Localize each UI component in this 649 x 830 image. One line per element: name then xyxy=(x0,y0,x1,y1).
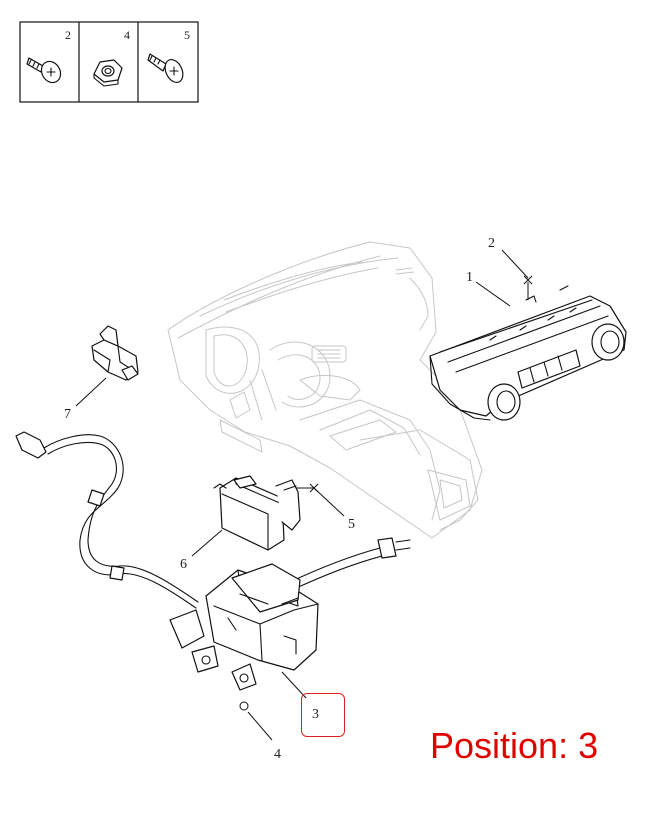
screw-icon xyxy=(147,53,184,83)
callout-1[interactable]: 1 xyxy=(466,270,473,285)
screw-icon xyxy=(26,57,62,84)
selected-callout-highlight xyxy=(301,693,345,737)
dashboard-outline xyxy=(167,241,483,539)
callout-4[interactable]: 4 xyxy=(274,747,281,762)
fastener-cell-5[interactable]: 5 xyxy=(147,28,190,85)
fastener-cell-2[interactable]: 2 xyxy=(26,28,71,86)
callout-2[interactable]: 2 xyxy=(488,236,495,251)
module-part-6[interactable] xyxy=(213,475,301,551)
callout-6[interactable]: 6 xyxy=(180,557,187,572)
fastener-number: 2 xyxy=(65,28,71,42)
callout-7[interactable]: 7 xyxy=(64,407,71,422)
fastener-cell-4[interactable]: 4 xyxy=(93,28,130,87)
connector-part-7[interactable] xyxy=(91,325,139,381)
fastener-number: 5 xyxy=(184,28,190,42)
callout-3[interactable]: 3 xyxy=(312,707,319,722)
leader-lines xyxy=(75,249,533,741)
hex-nut-icon xyxy=(93,59,123,87)
fastener-number: 4 xyxy=(124,28,130,42)
callout-5[interactable]: 5 xyxy=(348,517,355,532)
hvac-control-panel[interactable] xyxy=(429,285,627,421)
wiring-harness[interactable] xyxy=(15,431,411,609)
fastener-table: 2 4 5 xyxy=(19,21,199,103)
position-label: Position: 3 xyxy=(430,725,599,766)
callout-labels: 1 2 3 4 5 6 7 xyxy=(64,236,495,762)
actuator-part-3[interactable] xyxy=(169,563,319,691)
